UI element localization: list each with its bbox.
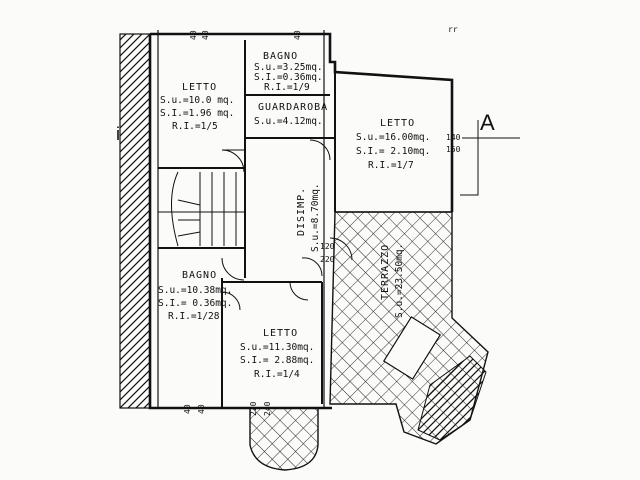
dimension-label: 220	[249, 401, 258, 416]
dimension-label: 240	[263, 401, 272, 416]
interior-walls	[158, 40, 452, 408]
room-disimp: DISIMP. S.u.=8.70mq.	[296, 183, 321, 252]
room-ri: R.I.=1/7	[368, 160, 414, 171]
room-si: S.I.= 0.36mq.	[158, 298, 232, 309]
room-letto-s: LETTO S.u.=11.30mq. S.I.= 2.88mq. R.I.=1…	[240, 328, 314, 380]
room-su: S.u.=23.50mq.	[394, 244, 405, 318]
top-marker: rr	[448, 25, 458, 34]
room-name: DISIMP.	[296, 187, 307, 236]
west-wall-hatch	[119, 33, 151, 409]
room-si: S.I.= 2.88mq.	[240, 355, 314, 366]
room-ri: R.I.=1/9	[264, 82, 310, 93]
room-si: S.I.=1.96 mq.	[160, 108, 234, 119]
section-line	[460, 120, 520, 196]
dimension-label: 40	[293, 30, 302, 40]
door-swings	[221, 139, 353, 311]
dimension-label: 40	[189, 30, 198, 40]
room-name: GUARDAROBA	[258, 102, 328, 113]
dimension-labels: 140 150 120 220 40 40 40 40 220 240 40	[183, 30, 461, 416]
room-name: LETTO	[182, 82, 217, 93]
staircase	[171, 171, 245, 247]
room-su: S.u.=10.38mq.	[158, 285, 232, 296]
room-name: LETTO	[263, 328, 298, 339]
balcony	[249, 407, 319, 471]
room-su: S.u.=16.00mq.	[356, 132, 430, 143]
left-marker: i	[116, 124, 120, 144]
dimension-label: 220	[320, 255, 335, 264]
room-name: TERRAZZO	[380, 244, 391, 300]
room-su: S.u.=8.70mq.	[310, 183, 321, 252]
room-si: S.I.=0.36mq.	[254, 72, 323, 83]
room-name: LETTO	[380, 118, 415, 129]
room-terrazzo: TERRAZZO S.u.=23.50mq.	[380, 244, 405, 318]
dimension-label: 120	[320, 242, 335, 251]
room-ri: R.I.=1/4	[254, 369, 300, 380]
room-su: S.u.=11.30mq.	[240, 342, 314, 353]
room-ri: R.I.=1/5	[172, 121, 218, 132]
room-guardaroba: GUARDAROBA S.u.=4.12mq.	[254, 102, 328, 127]
room-bagno-top: BAGNO S.u.=3.25mq. S.I.=0.36mq. R.I.=1/9	[254, 51, 323, 93]
room-letto-nw: LETTO S.u.=10.0 mq. S.I.=1.96 mq. R.I.=1…	[160, 82, 234, 132]
outer-walls	[148, 30, 454, 410]
dimension-label: 140	[446, 133, 461, 142]
dimension-label: 40	[183, 404, 192, 414]
section-marker: A	[480, 110, 495, 135]
room-bagno-sw: BAGNO S.u.=10.38mq. S.I.= 0.36mq. R.I.=1…	[158, 270, 232, 322]
room-name: BAGNO	[182, 270, 217, 281]
room-ri: R.I.=1/28	[168, 311, 220, 322]
room-su: S.u.=4.12mq.	[254, 116, 323, 127]
dimension-label: 40	[197, 404, 206, 414]
room-su: S.u.=3.25mq.	[254, 62, 323, 73]
room-name: BAGNO	[263, 51, 298, 62]
terrace-area	[329, 211, 489, 445]
dimension-label: 150	[446, 145, 461, 154]
dimension-label: 40	[201, 30, 210, 40]
room-si: S.I.= 2.10mq.	[356, 146, 430, 157]
room-su: S.u.=10.0 mq.	[160, 95, 234, 106]
room-letto-ne: LETTO S.u.=16.00mq. S.I.= 2.10mq. R.I.=1…	[356, 118, 430, 171]
